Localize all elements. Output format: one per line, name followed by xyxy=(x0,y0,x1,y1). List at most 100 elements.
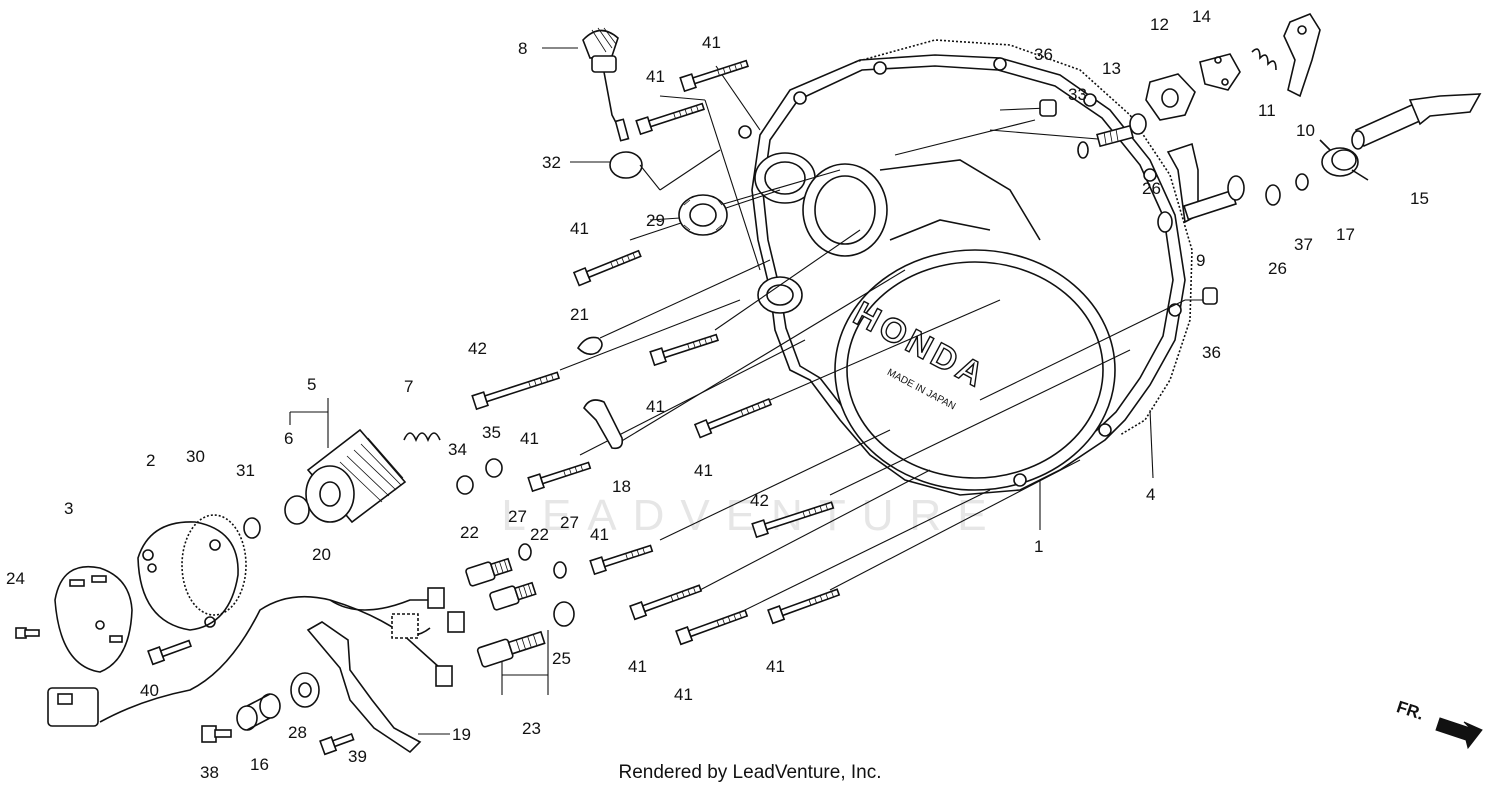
bearing-28 xyxy=(290,672,320,708)
callout-label: 1 xyxy=(1034,537,1043,556)
dowel-36-right xyxy=(1202,287,1218,305)
callout-label: 28 xyxy=(288,723,307,742)
callout-label: 16 xyxy=(250,755,269,774)
clamp-18 xyxy=(583,399,624,450)
bolt-24 xyxy=(15,627,40,639)
callout-label: 32 xyxy=(542,153,561,172)
outer-cover-3 xyxy=(54,566,133,673)
callout-label: 29 xyxy=(646,211,665,230)
clip-21 xyxy=(576,336,603,356)
callout-label: 19 xyxy=(452,725,471,744)
spring-11 xyxy=(1251,48,1277,71)
washer-26-left xyxy=(1157,211,1173,233)
washer-27-a xyxy=(518,543,532,561)
plate-14 xyxy=(1199,53,1241,91)
washer-35 xyxy=(485,458,503,478)
washer-34 xyxy=(456,475,474,495)
callout-label: 38 xyxy=(200,763,219,782)
bolt-42-lower xyxy=(751,501,835,539)
rendered-by-footer: Rendered by LeadVenture, Inc. xyxy=(618,762,882,783)
shift-drum-12 xyxy=(1145,73,1196,121)
sensor-22-a xyxy=(465,557,513,587)
bolt-42-upper xyxy=(471,371,561,411)
wire-plate-19 xyxy=(306,621,422,754)
callout-label: 23 xyxy=(522,719,541,738)
callout-label: 24 xyxy=(6,569,25,588)
callout-label: 21 xyxy=(570,305,589,324)
front-arrow-label: FR. xyxy=(1394,697,1426,724)
oil-dipstick xyxy=(582,27,630,142)
sensor-23 xyxy=(476,630,546,668)
bolt-38 xyxy=(201,725,232,743)
callout-label: 42 xyxy=(468,339,487,358)
callout-label: 11 xyxy=(1258,101,1276,120)
bolt-40 xyxy=(147,639,193,666)
spring-17 xyxy=(1319,139,1369,181)
callout-label: 5 xyxy=(307,375,316,394)
sensor-22-b xyxy=(489,581,537,611)
callout-label: 35 xyxy=(482,423,501,442)
callout-label: 4 xyxy=(1146,485,1155,504)
callout-label: 37 xyxy=(1294,235,1313,254)
callout-label: 8 xyxy=(518,39,527,58)
callout-label: 40 xyxy=(140,681,159,700)
harness-connector xyxy=(47,687,99,727)
callout-label: 12 xyxy=(1150,15,1169,34)
callout-label: 41 xyxy=(628,657,647,676)
bolt-41-bottom-b xyxy=(675,609,749,646)
clip-37 xyxy=(1295,173,1309,191)
callout-label: 41 xyxy=(646,67,665,86)
callout-label: 9 xyxy=(1196,251,1205,270)
bolt-41-bottom-a xyxy=(629,584,703,621)
callout-label: 14 xyxy=(1192,7,1211,26)
callout-label: 22 xyxy=(530,525,549,544)
callout-label: 15 xyxy=(1410,189,1429,208)
bolt-41-left xyxy=(572,249,642,287)
callout-label: 34 xyxy=(448,440,467,459)
callout-label: 3 xyxy=(64,499,73,518)
callout-label: 33 xyxy=(1068,85,1087,104)
callout-label: 22 xyxy=(460,523,479,542)
spring-7 xyxy=(403,432,441,443)
callout-label: 6 xyxy=(284,429,293,448)
leader-lines xyxy=(289,47,1205,735)
callout-label: 27 xyxy=(508,507,527,526)
cover-gasket xyxy=(854,39,1193,436)
callout-label: 26 xyxy=(1268,259,1287,278)
callout-label: 2 xyxy=(146,451,155,470)
callout-label: 36 xyxy=(1034,45,1053,64)
washer-26-right xyxy=(1265,184,1281,206)
bolt-41-filter xyxy=(527,461,592,493)
callout-label: 7 xyxy=(404,377,413,396)
bolt-39 xyxy=(319,732,355,756)
bolt-41-top-a xyxy=(679,59,749,93)
callout-label: 41 xyxy=(590,525,609,544)
callout-label: 41 xyxy=(646,397,665,416)
washer-25 xyxy=(553,601,575,627)
callout-label: 17 xyxy=(1336,225,1355,244)
bolt-41-top-b xyxy=(635,102,705,136)
collar-16 xyxy=(236,693,281,731)
stopper-arm-10 xyxy=(1283,13,1321,98)
bolt-41-center xyxy=(693,397,773,439)
filter-cover-2 xyxy=(137,521,239,631)
washer-27-b xyxy=(553,561,567,579)
dowel-36-top xyxy=(1039,99,1057,117)
callout-label: 20 xyxy=(312,545,331,564)
crankcase-cover: HONDA MADE IN JAPAN xyxy=(738,54,1186,496)
callout-label: 41 xyxy=(702,33,721,52)
washer-33 xyxy=(1077,141,1089,159)
callout-label: 27 xyxy=(560,513,579,532)
callout-labels: 8 41 41 32 29 41 21 42 41 5 7 6 34 35 41… xyxy=(6,7,1429,782)
gasket-30 xyxy=(181,514,247,616)
callout-label: 18 xyxy=(612,477,631,496)
wire-harness-20 xyxy=(99,587,465,723)
o-ring-32 xyxy=(609,151,643,179)
callout-label: 41 xyxy=(570,219,589,238)
callout-label: 42 xyxy=(750,491,769,510)
callout-label: 31 xyxy=(236,461,255,480)
callout-label: 39 xyxy=(348,747,367,766)
o-ring-31 xyxy=(243,517,261,539)
callout-label: 25 xyxy=(552,649,571,668)
